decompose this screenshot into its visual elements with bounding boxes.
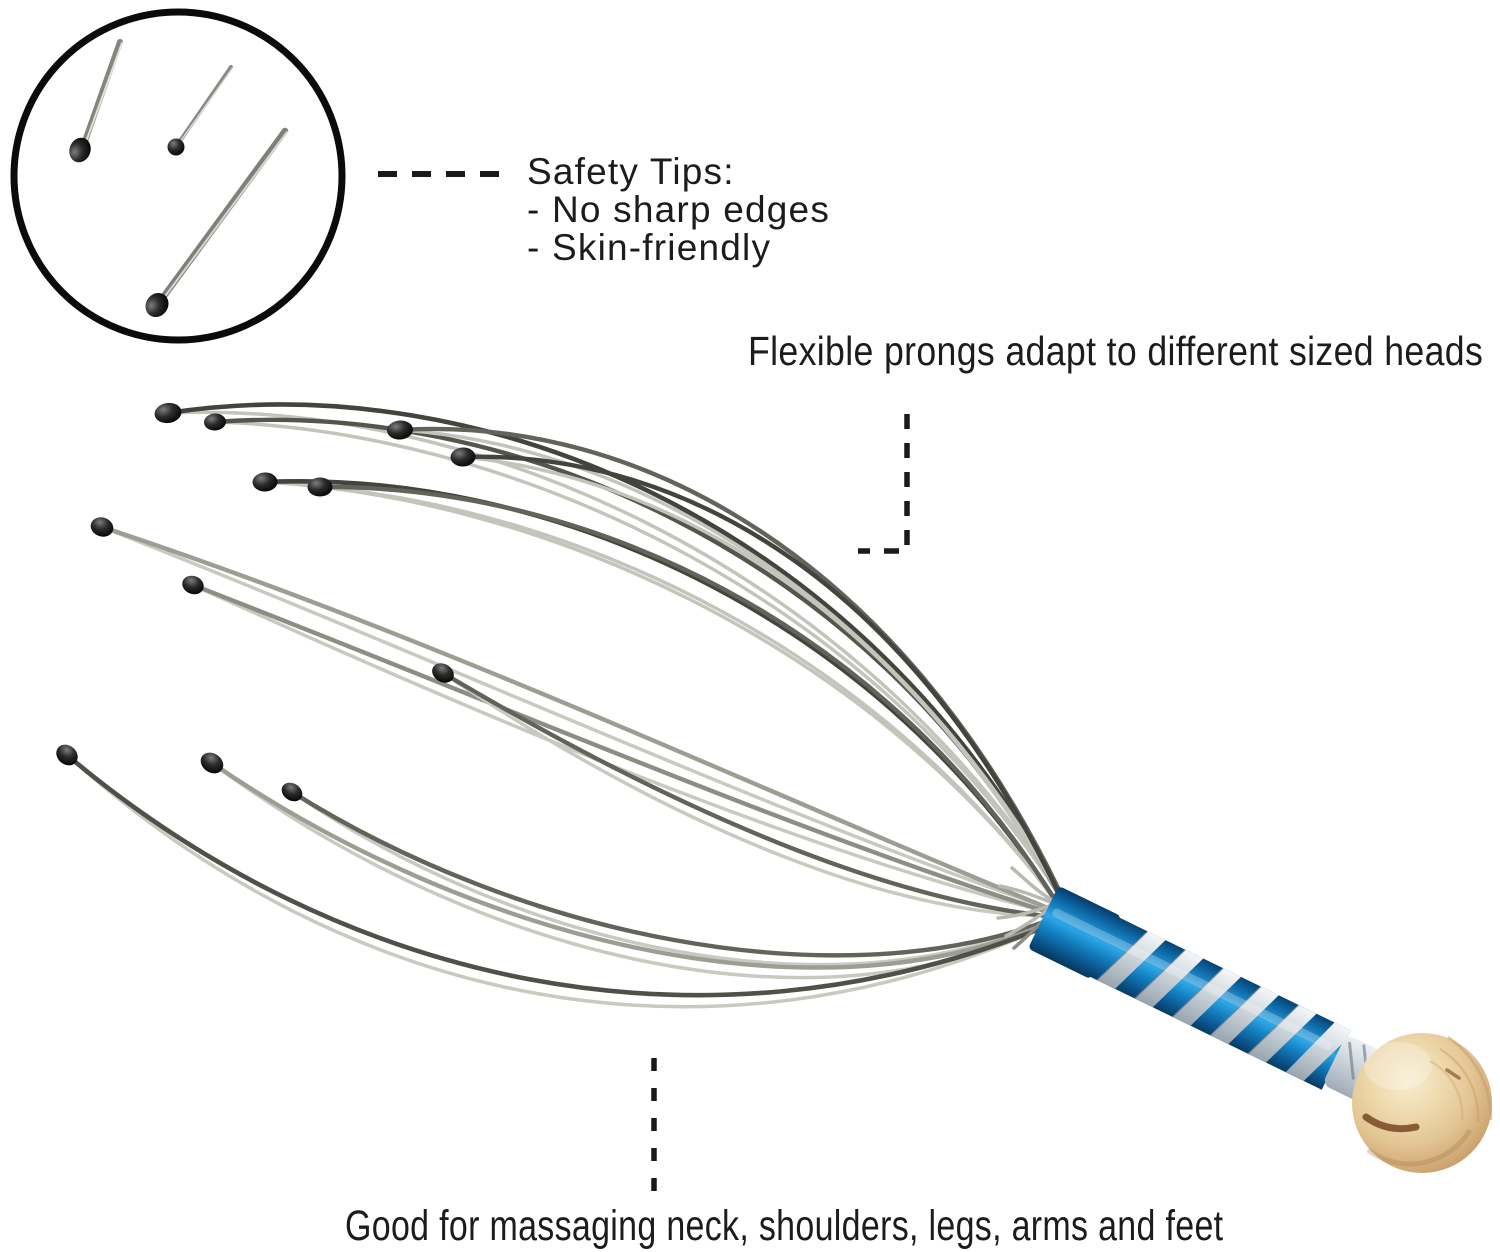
prong-tip-bead [182,575,204,595]
leader-lines [378,171,910,1204]
wire-prong [281,782,1047,967]
handle-glare [1052,908,1332,1050]
prong-tip-bead [307,477,333,497]
prong-tip-bead [281,782,303,802]
prong-tip-bead [200,752,224,774]
wire-prong [432,663,1049,919]
safety-tips-title: Safety Tips: [527,151,735,192]
wooden-ball-knob [1352,1033,1493,1173]
prong-tip-bead [432,663,454,683]
closeup-prong [69,39,123,163]
prong-tip-bead [154,402,182,424]
ball-highlight [1364,1042,1432,1090]
wire-prong [56,744,1045,1009]
handle-grip [1029,887,1391,1105]
magnifier-circle [10,8,346,344]
safety-tips-caption: Safety Tips: - No sharp edges - Skin-fri… [527,153,830,267]
prong-tip-bead [252,472,278,492]
wood-grain [1362,1035,1493,1167]
safety-tips-item: - Skin-friendly [527,227,772,268]
magnified-inset [10,8,346,344]
wire-prong [90,517,1051,911]
closeup-prong-bead [145,292,169,318]
closeup-prong-bead [69,137,91,163]
closeup-prong-bead [167,138,185,156]
flexible-leader-line [858,414,910,554]
handle-silver-spiral [1096,930,1351,1081]
safety-tips-item: - No sharp edges [527,189,831,230]
flexible-prongs-caption: Flexible prongs adapt to different sized… [748,328,1484,374]
closeup-prong [145,127,289,318]
prong-tip-bead [204,413,226,431]
prong-tip-bead [387,420,413,440]
massage-uses-caption: Good for massaging neck, shoulders, legs… [345,1202,1224,1250]
wire-prong [450,447,1063,899]
wire-prongs [56,402,1063,1009]
wire-prong [200,752,1046,980]
prong-tip-bead [90,517,114,537]
closeup-prong [167,65,234,156]
handle-spiral-tube [1086,915,1351,1090]
prong-tip-bead [56,744,78,766]
prong-tip-bead [450,447,476,467]
wire-prong [307,477,1059,905]
wire-prong [182,575,1051,915]
